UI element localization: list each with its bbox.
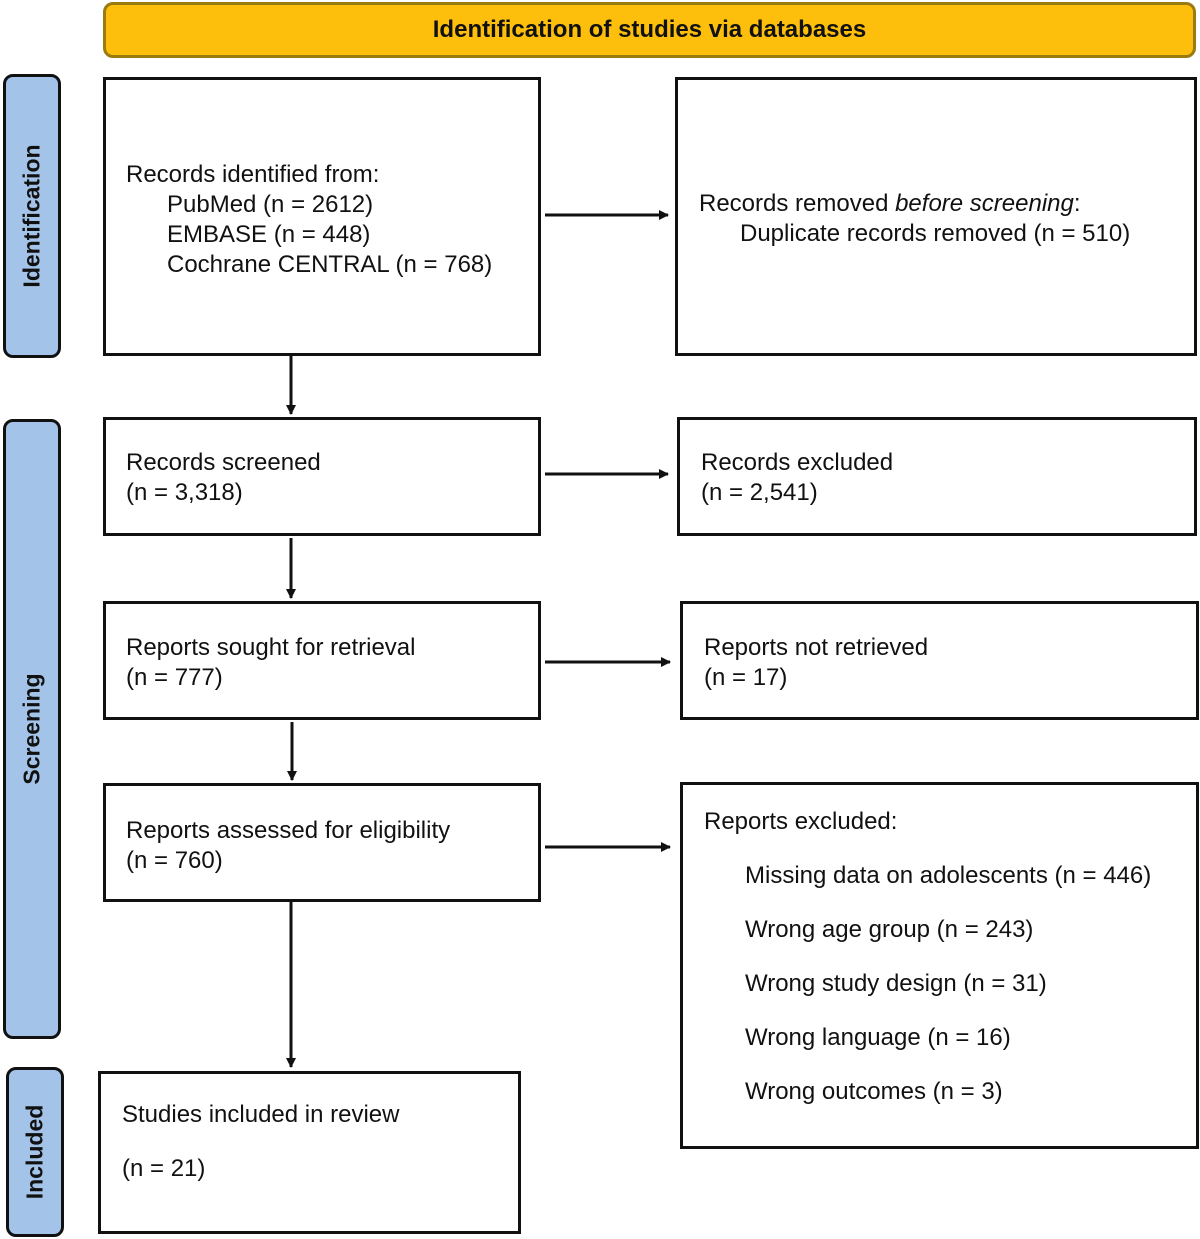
records-removed-title: Records removed before screening: <box>699 190 1081 217</box>
records-excluded-label: Records excluded <box>701 449 894 476</box>
phase-screening: Screening <box>3 419 61 1039</box>
source-pubmed: PubMed (n = 2612) <box>167 191 374 218</box>
reason-wrong-language: Wrong language (n = 16) <box>745 1024 1011 1051</box>
header-banner: Identification of studies via databases <box>103 2 1196 58</box>
reports-sought-count: (n = 777) <box>126 664 223 691</box>
reason-wrong-study-design: Wrong study design (n = 31) <box>745 970 1047 997</box>
records-removed-box: Records removed before screening: Duplic… <box>675 77 1197 356</box>
reports-excluded-title: Reports excluded: <box>704 808 898 835</box>
reports-not-retrieved-count: (n = 17) <box>704 664 788 691</box>
studies-included-label: Studies included in review <box>122 1101 400 1128</box>
source-embase: EMBASE (n = 448) <box>167 221 371 248</box>
phase-identification: Identification <box>3 74 61 358</box>
records-screened-label: Records screened <box>126 449 321 476</box>
header-title: Identification of studies via databases <box>432 16 867 43</box>
records-excluded-box: Records excluded (n = 2,541) <box>677 417 1197 536</box>
reports-assessed-box: Reports assessed for eligibility (n = 76… <box>103 783 541 902</box>
records-identified-box: Records identified from: PubMed (n = 261… <box>103 77 541 356</box>
reports-sought-label: Reports sought for retrieval <box>126 634 416 661</box>
records-excluded-count: (n = 2,541) <box>701 479 818 506</box>
reports-excluded-box: Reports excluded: Missing data on adoles… <box>680 782 1199 1149</box>
studies-included-box: Studies included in review (n = 21) <box>98 1071 521 1234</box>
records-identified-title: Records identified from: <box>126 161 380 188</box>
source-cochrane: Cochrane CENTRAL (n = 768) <box>167 251 493 278</box>
reports-not-retrieved-label: Reports not retrieved <box>704 634 929 661</box>
reports-assessed-label: Reports assessed for eligibility <box>126 817 451 844</box>
records-screened-box: Records screened (n = 3,318) <box>103 417 541 536</box>
reason-wrong-age-group: Wrong age group (n = 243) <box>745 916 1034 943</box>
reports-assessed-count: (n = 760) <box>126 847 223 874</box>
reports-not-retrieved-box: Reports not retrieved (n = 17) <box>680 601 1199 720</box>
studies-included-count: (n = 21) <box>122 1155 206 1182</box>
phase-included: Included <box>6 1067 64 1237</box>
reason-missing-data: Missing data on adolescents (n = 446) <box>745 862 1152 889</box>
duplicate-records-removed: Duplicate records removed (n = 510) <box>740 220 1131 247</box>
reason-wrong-outcomes: Wrong outcomes (n = 3) <box>745 1078 1003 1105</box>
reports-sought-box: Reports sought for retrieval (n = 777) <box>103 601 541 720</box>
records-screened-count: (n = 3,318) <box>126 479 243 506</box>
